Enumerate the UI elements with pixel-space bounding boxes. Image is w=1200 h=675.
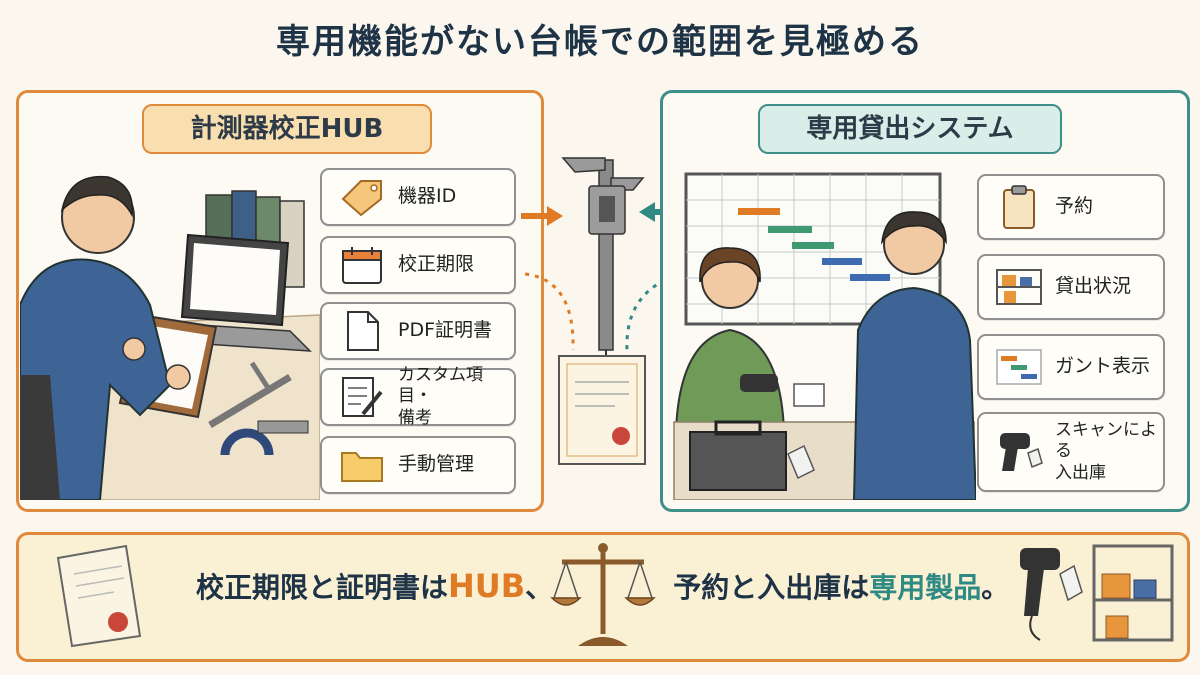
- scanner-and-shelf-icon: [1020, 544, 1174, 642]
- feature-item-scan-checkin: スキャンによる入出庫: [977, 412, 1165, 492]
- center-illustration: [521, 157, 679, 465]
- feature-item-label: 貸出状況: [1055, 275, 1132, 298]
- calendar-icon: [334, 239, 390, 291]
- feature-item-label: 手動管理: [398, 453, 475, 476]
- feature-item-lending-status: 貸出状況: [977, 254, 1165, 320]
- feature-item-reservation: 予約: [977, 174, 1165, 240]
- rental-system-panel-label: 専用貸出システム: [758, 104, 1062, 154]
- feature-item-pdf-certificate: PDF証明書: [320, 302, 516, 360]
- certificate-icon: [56, 544, 142, 648]
- shelf-icon: [991, 261, 1047, 313]
- feature-item-label: 機器ID: [398, 185, 457, 208]
- feature-item-label: ガント表示: [1055, 355, 1151, 378]
- feature-item-gantt-view: ガント表示: [977, 334, 1165, 400]
- feature-item-calibration-deadline: 校正期限: [320, 236, 516, 294]
- tag-icon: [334, 171, 390, 223]
- feature-item-label: スキャンによる入出庫: [1055, 420, 1157, 483]
- hub-panel-label: 計測器校正HUB: [142, 104, 432, 154]
- lending-counter-illustration: [673, 172, 976, 500]
- feature-item-label: 予約: [1055, 195, 1094, 218]
- arrow-left-icon: [639, 202, 655, 222]
- arrow-right-icon: [547, 206, 563, 226]
- clipboard-icon: [991, 181, 1047, 233]
- notes-pen-icon: [334, 371, 390, 423]
- conclusion-text: 校正期限と証明書はHUB、予約と入出庫は専用製品。: [196, 567, 1010, 605]
- feature-item-label: カスタム項目・備考: [398, 365, 483, 428]
- product-highlight: 専用製品: [869, 571, 982, 604]
- balance-scale-icon: [550, 543, 656, 646]
- folder-icon: [334, 439, 390, 491]
- hub-highlight: HUB: [448, 567, 526, 605]
- page-title: 専用機能がない台帳での範囲を見極める: [276, 22, 924, 62]
- gantt-icon: [991, 341, 1047, 393]
- feature-item-device-id: 機器ID: [320, 168, 516, 226]
- document-icon: [334, 305, 390, 357]
- feature-item-label: PDF証明書: [398, 319, 493, 342]
- technician-illustration: [20, 175, 320, 500]
- barcode-scanner-icon: [991, 426, 1047, 478]
- feature-item-manual-management: 手動管理: [320, 436, 516, 494]
- seal-icon: [612, 427, 630, 445]
- feature-item-label: 校正期限: [398, 253, 475, 276]
- feature-item-custom-fields: カスタム項目・備考: [320, 365, 516, 428]
